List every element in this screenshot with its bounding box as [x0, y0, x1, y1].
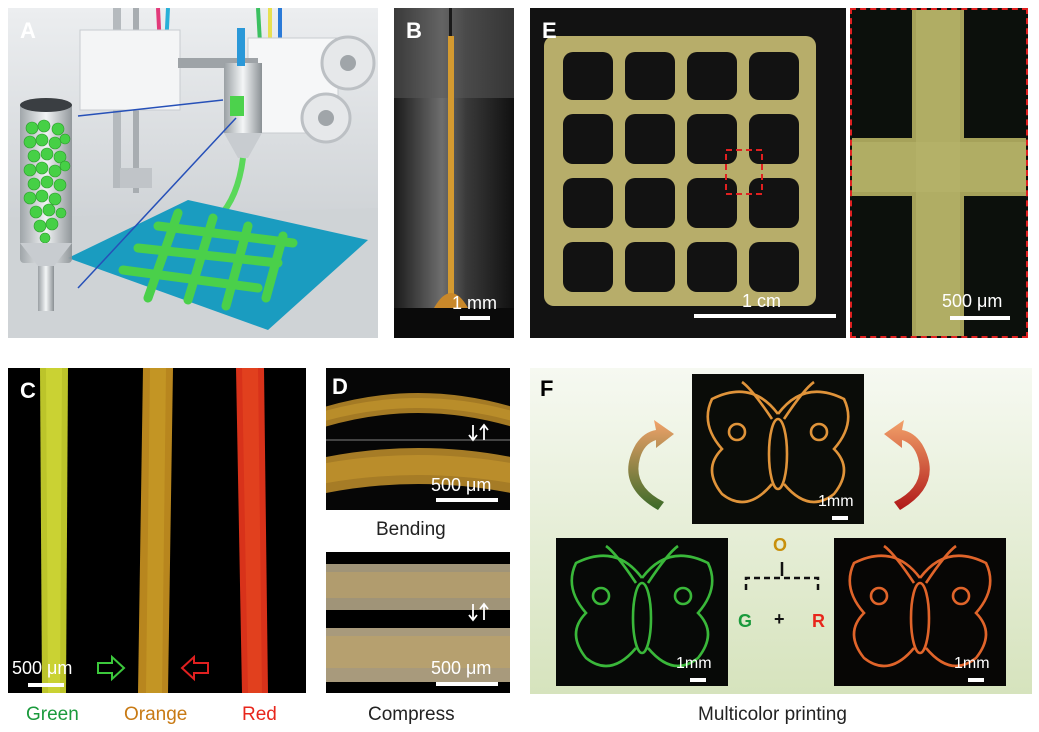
panel-e-inset: 500 μm	[850, 8, 1028, 338]
scale-bar-f-left	[690, 678, 706, 682]
butterfly-top: 1mm	[692, 374, 864, 524]
scale-label-e-inset: 500 μm	[942, 291, 1003, 311]
panel-label-c: C	[20, 378, 36, 403]
panel-label-e: E	[542, 18, 557, 43]
arrow-right-icon	[884, 420, 930, 510]
lattice-photo	[530, 8, 846, 338]
panel-label-f: F	[540, 376, 554, 401]
scale-bar-e-inset	[950, 316, 1010, 320]
filament-fluorescence	[8, 368, 306, 693]
scale-label-e: 1 cm	[742, 291, 782, 311]
butterfly-orange-image	[706, 380, 850, 504]
butterfly-red-image	[848, 544, 992, 668]
scale-bar-d-bottom	[436, 682, 498, 686]
caption-compress: Compress	[368, 704, 455, 725]
butterfly-green: 1mm	[556, 538, 728, 686]
scale-label-d-bottom: 500 μm	[431, 658, 492, 678]
mix-label-plus: +	[774, 609, 785, 629]
scale-bar-c	[28, 683, 64, 687]
scale-bar-e	[694, 314, 836, 318]
panel-a: A	[8, 8, 378, 338]
panel-label-a: A	[20, 18, 36, 43]
panel-b: B 1 mm	[394, 8, 514, 338]
panel-d-bending: D 500 μm	[326, 368, 510, 510]
butterfly-green-image	[570, 544, 714, 668]
scale-label-f-left: 1mm	[676, 655, 712, 672]
scale-label-c: 500 μm	[12, 658, 73, 678]
printer-illustration	[8, 8, 378, 338]
panel-label-d: D	[332, 374, 348, 399]
scale-bar-f-top	[832, 516, 848, 520]
scale-bar-b	[460, 316, 490, 320]
caption-orange: Orange	[124, 704, 188, 725]
caption-multicolor: Multicolor printing	[698, 704, 847, 725]
panel-label-b: B	[406, 18, 422, 43]
scale-bar-d-top	[436, 498, 498, 502]
scale-label-f-right: 1mm	[954, 655, 990, 672]
filament-photo	[394, 8, 514, 338]
mix-label-g: G	[738, 611, 753, 631]
scale-label-f-top: 1mm	[818, 493, 854, 510]
arrow-left-icon	[628, 420, 674, 510]
panel-c: C 500 μm	[8, 368, 306, 693]
scale-label-d-top: 500 μm	[431, 475, 492, 495]
scale-label-b: 1 mm	[452, 293, 497, 313]
mix-bracket	[744, 562, 820, 590]
mix-label-o: O	[773, 535, 788, 555]
caption-green: Green	[26, 704, 79, 725]
caption-bending: Bending	[376, 519, 446, 540]
panel-d-compress: 500 μm	[326, 552, 510, 693]
butterfly-red: 1mm	[834, 538, 1006, 686]
bending-photo	[326, 368, 510, 510]
caption-red: Red	[242, 704, 277, 725]
panel-e: E 1 cm	[530, 8, 846, 338]
junction-closeup	[852, 10, 1026, 336]
scale-bar-f-right	[968, 678, 984, 682]
mix-label-r: R	[812, 611, 825, 631]
panel-f: F 1mm	[530, 368, 1032, 694]
compress-photo	[326, 552, 510, 693]
